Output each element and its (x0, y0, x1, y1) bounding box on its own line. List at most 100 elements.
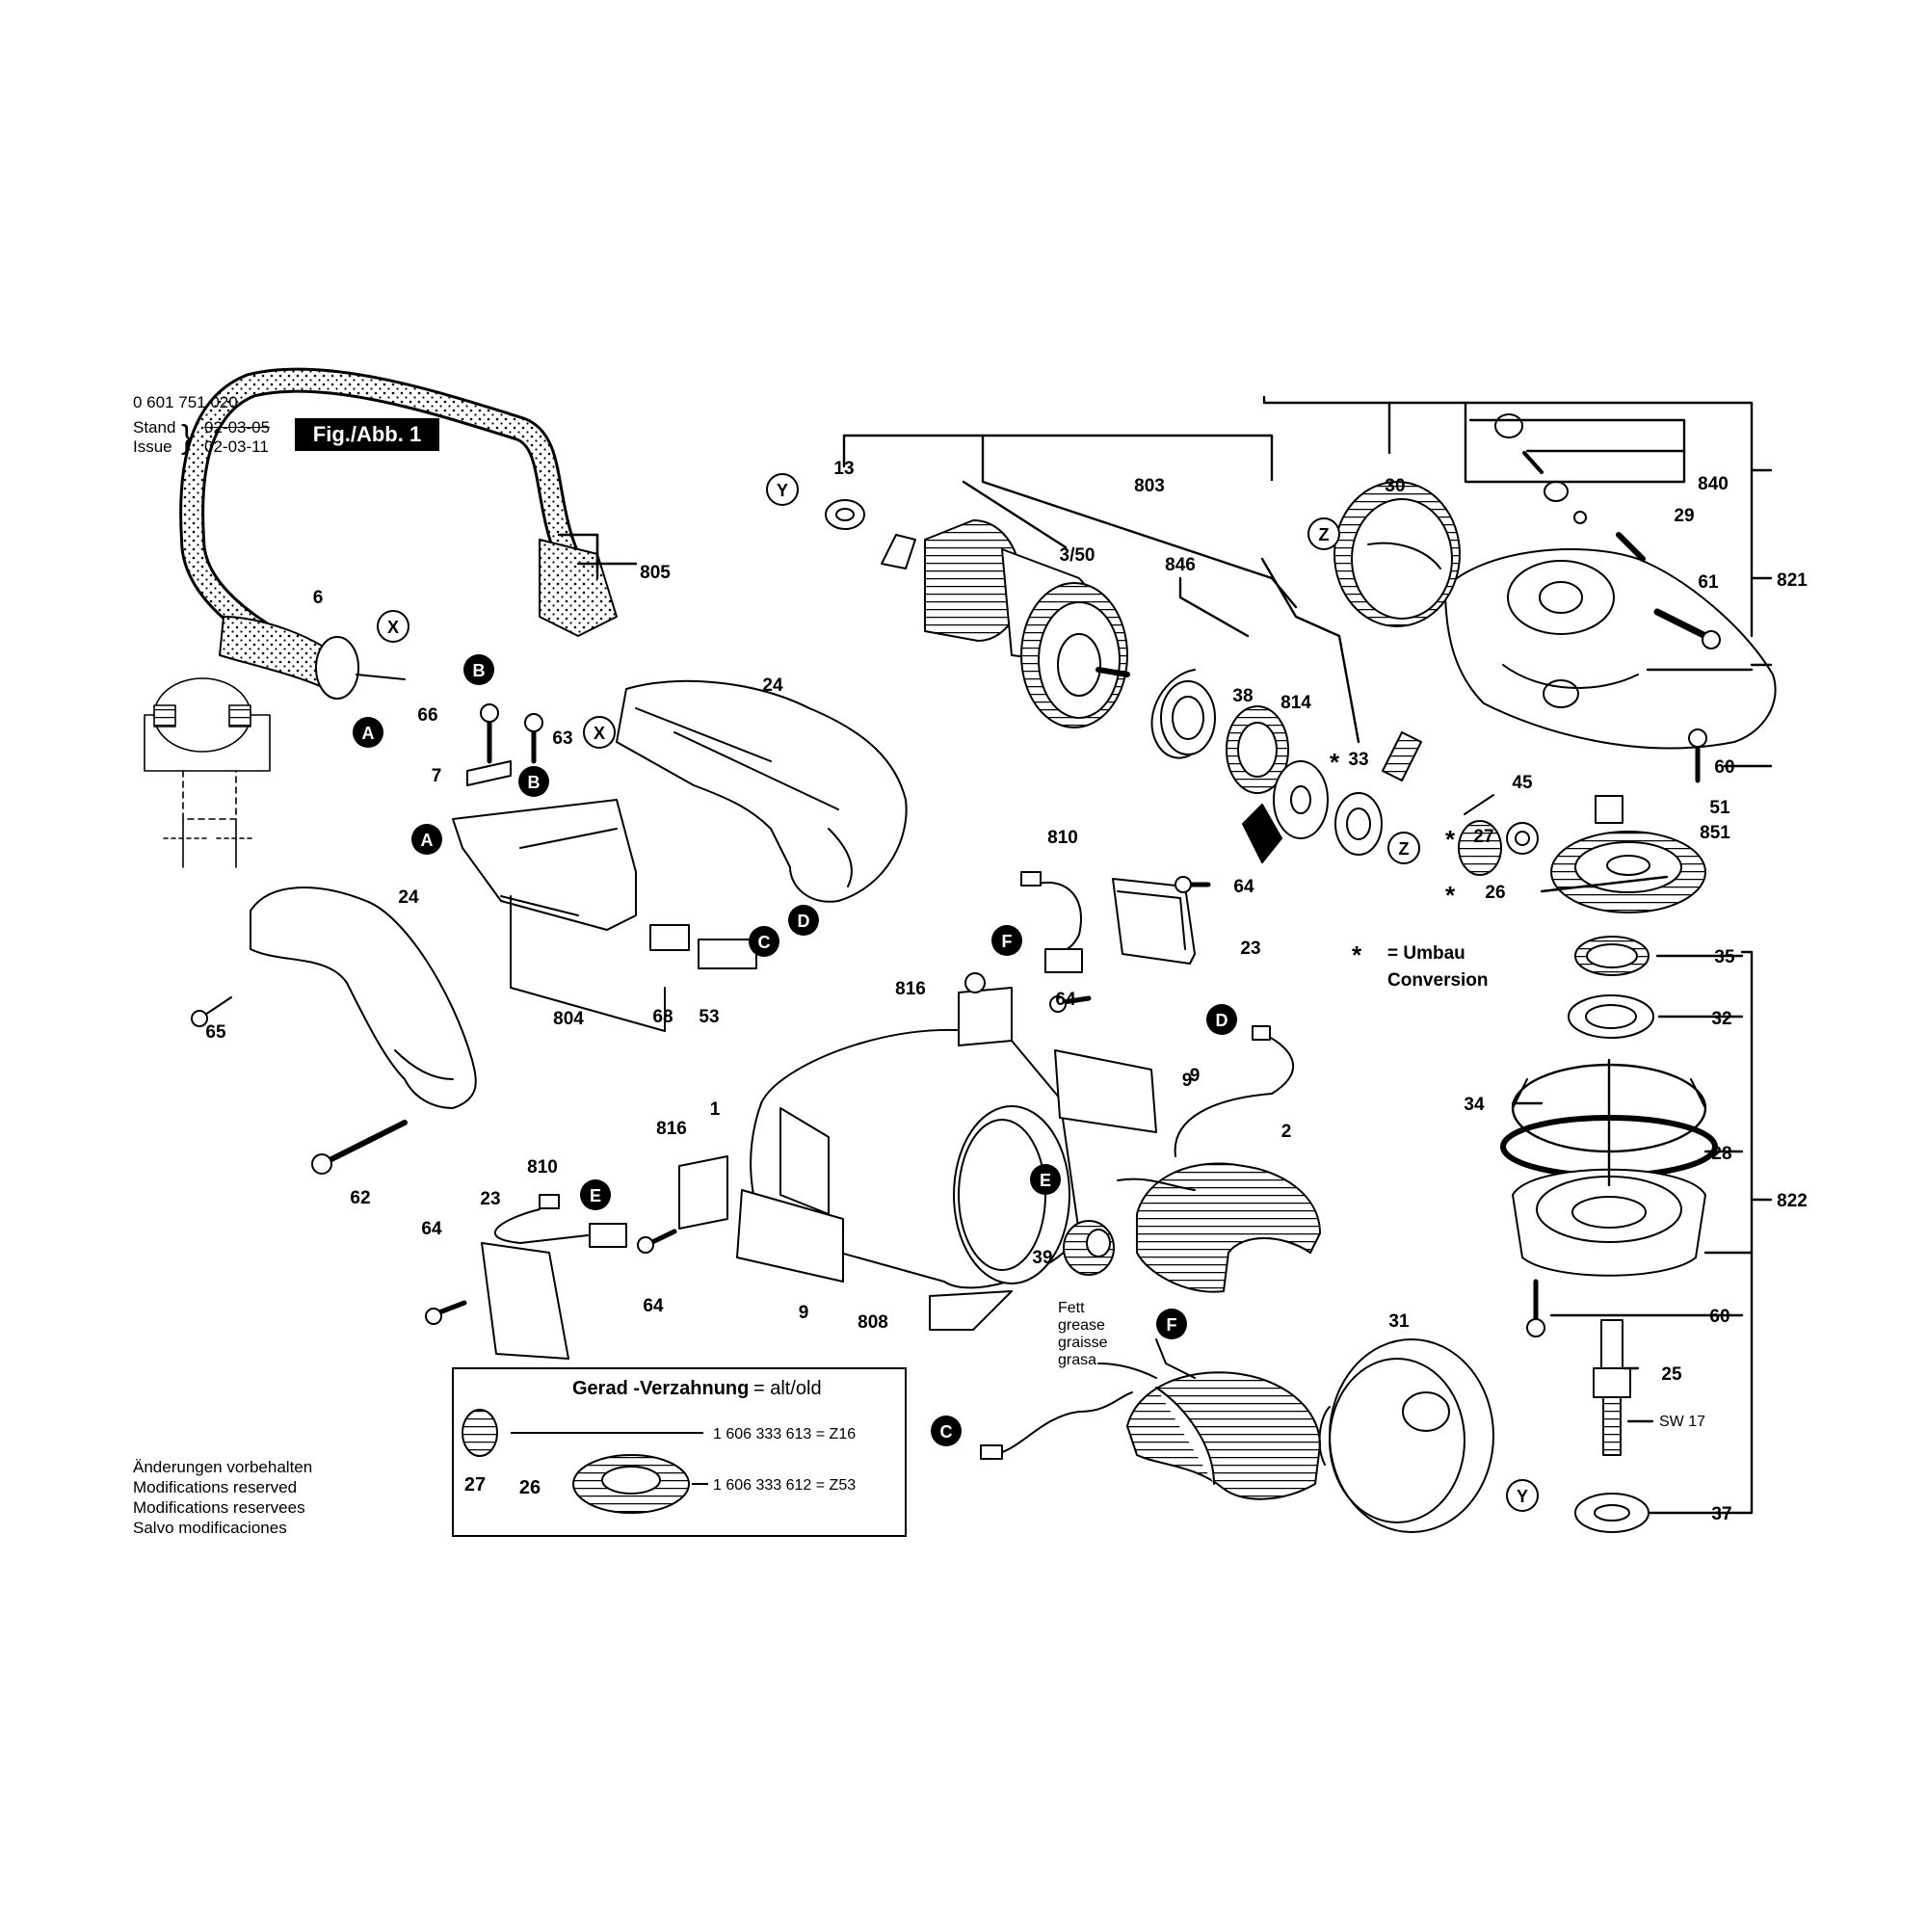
connector-f-lower: F (1156, 1309, 1187, 1339)
bearing-35 (1574, 936, 1650, 976)
callout-bracket-lines (557, 395, 1773, 1515)
svg-text:X: X (387, 618, 399, 637)
wire-lead-f (1155, 1338, 1196, 1379)
svg-text:A: A (362, 724, 375, 743)
callout-61: 61 (1698, 572, 1719, 593)
screw-61 (1653, 608, 1721, 649)
conversion-markers: * * * (1330, 748, 1456, 910)
legend-conversion: Conversion (1387, 970, 1489, 991)
bearing-flange-822 (1512, 1168, 1706, 1277)
connector-z-mid: Z (1387, 832, 1420, 864)
callout-64-lower2: 64 (643, 1296, 664, 1316)
connector-e-right: E (1030, 1164, 1061, 1195)
parts-840 (1494, 413, 1646, 562)
inset-part-27: 1 606 333 613 = Z16 (713, 1426, 856, 1442)
svg-text:B: B (528, 773, 541, 792)
grease-fr: graisse (1058, 1335, 1108, 1351)
callout-53: 53 (699, 1007, 719, 1027)
screw-65 (191, 996, 232, 1027)
callout-2: 2 (1281, 1122, 1292, 1142)
callout-9-lower: 9 (799, 1303, 809, 1323)
callout-37: 37 (1711, 1504, 1731, 1524)
screw-63 (524, 713, 543, 764)
bearing-plate-31 (1318, 1338, 1494, 1533)
callout-64-upper: 64 (1233, 877, 1254, 897)
connector-x-top: X (377, 610, 409, 643)
brace-glyph: } (181, 419, 193, 456)
gear-30 (1333, 481, 1461, 627)
figure-badge: Fig./Abb. 1 (295, 418, 439, 451)
document-number: 0 601 751 020 (133, 393, 238, 411)
grease-de: Fett (1058, 1300, 1085, 1316)
grease-note: Fett grease graisse grasa (1058, 1300, 1108, 1368)
cover-plate-9-lower (736, 1189, 844, 1283)
callout-31: 31 (1388, 1311, 1410, 1332)
note-en: Modifications reserved (133, 1478, 298, 1496)
callout-816-upper: 816 (895, 979, 926, 999)
bearing-39 (1063, 1220, 1115, 1276)
inset-gear-26 (572, 1454, 708, 1514)
callout-808: 808 (858, 1312, 888, 1333)
inset-ref-26: 26 (519, 1477, 541, 1498)
brush-holder-816-upper (958, 972, 1013, 1046)
callout-25: 25 (1661, 1364, 1682, 1385)
part-33 (1242, 731, 1422, 863)
connector-e-left: E (580, 1179, 611, 1210)
seal-32 (1568, 994, 1654, 1039)
callout-840: 840 (1698, 474, 1729, 494)
callout-24-top: 24 (762, 675, 783, 696)
spindle-25 (1593, 1319, 1631, 1456)
spur-gear-inset: Gerad -Verzahnung = alt/old 27 1 606 333… (452, 1367, 907, 1537)
connector-x-handle: X (583, 716, 616, 749)
svg-text:D: D (1216, 1011, 1228, 1030)
callout-821: 821 (1777, 570, 1808, 591)
callout-3-50: 3/50 (1060, 545, 1095, 566)
screw-60-bottom (1526, 1279, 1545, 1337)
callout-32: 32 (1711, 1009, 1731, 1029)
switch-assembly-804 (452, 760, 757, 1032)
modifications-note: Änderungen vorbehalten Modifications res… (133, 1457, 312, 1538)
carbon-brush-810-upper (1020, 871, 1083, 973)
legend-umbau: = Umbau (1387, 943, 1465, 964)
svg-text:E: E (1040, 1171, 1051, 1190)
callout-26: 26 (1485, 883, 1505, 903)
callout-64-mid: 64 (1055, 990, 1076, 1010)
callout-23-upper: 23 (1240, 939, 1260, 959)
callout-810-upper: 810 (1047, 828, 1078, 848)
stand-label: Stand (133, 418, 176, 437)
svg-text:A: A (421, 831, 434, 850)
wiring-schematic (144, 677, 271, 868)
callout-labels: 13 3/50 803 30 840 29 821 61 805 6 66 63… (205, 459, 1808, 1524)
star-33: * (1330, 748, 1340, 777)
screw-66 (480, 703, 499, 764)
callout-1: 1 (710, 1099, 721, 1120)
connector-c-lower: C (931, 1416, 962, 1446)
callout-810-lower: 810 (527, 1157, 558, 1178)
screw-64-b (1049, 995, 1092, 1013)
callout-64-lower: 64 (421, 1219, 442, 1239)
inset-title-suffix: = alt/old (753, 1378, 822, 1399)
power-cable-805 (179, 367, 618, 700)
star-26: * (1445, 881, 1456, 910)
cover-plate-9-upper (1054, 1049, 1157, 1133)
callout-13: 13 (833, 459, 854, 479)
callout-816-lower: 816 (656, 1119, 687, 1139)
svg-text:Y: Y (777, 481, 788, 500)
callout-822: 822 (1777, 1191, 1808, 1211)
brush-holder-816-lower (678, 1155, 728, 1230)
callout-804: 804 (553, 1009, 584, 1029)
svg-text:Z: Z (1319, 525, 1330, 544)
callout-45: 45 (1512, 773, 1533, 793)
callout-38: 38 (1232, 686, 1253, 706)
grease-en: grease (1058, 1317, 1105, 1334)
inset-pinion-27 (462, 1409, 703, 1457)
callout-803: 803 (1134, 476, 1165, 496)
armature-3-50 (825, 499, 1130, 728)
issue-label: Issue (133, 437, 172, 456)
svg-text:E: E (590, 1186, 601, 1205)
legend-star: * (1352, 940, 1362, 969)
callout-814: 814 (1280, 693, 1311, 713)
callout-851: 851 (1700, 823, 1730, 843)
